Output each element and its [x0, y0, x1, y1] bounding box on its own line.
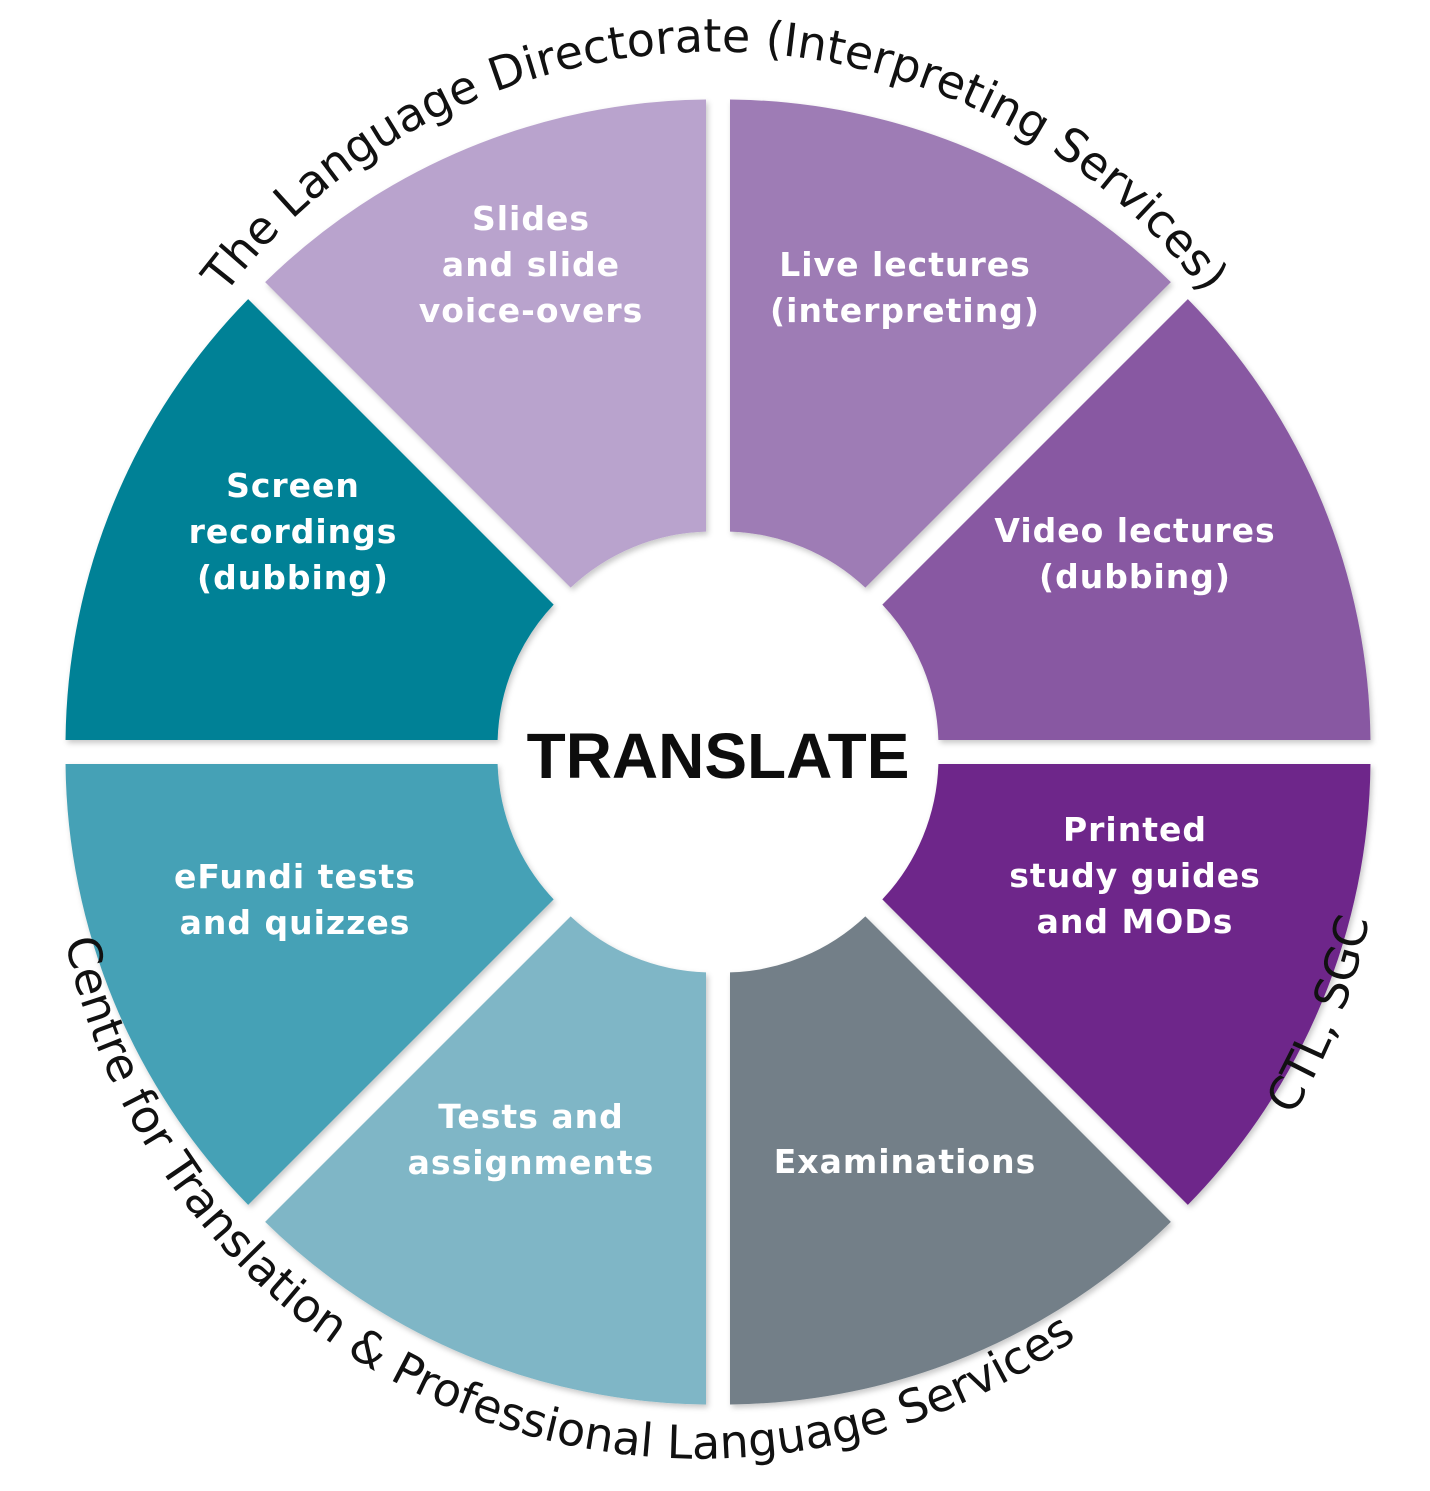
segment-label-line: eFundi tests — [174, 857, 416, 896]
segment-tests-assignments — [65, 764, 554, 1205]
segment-printed-study-guides — [730, 916, 1171, 1405]
segment-label-tests-assignments: Tests and assignments — [408, 1097, 655, 1182]
segment-label-line: study guides — [1009, 856, 1261, 895]
segment-label-line: Tests and — [438, 1097, 623, 1136]
segment-label-screen-recordings: Screen recordings (dubbing) — [189, 466, 398, 597]
segment-label-line: Live lectures — [779, 245, 1031, 284]
segment-label-line: Printed — [1063, 810, 1207, 849]
segment-label-video-lectures: Video lectures (dubbing) — [994, 511, 1275, 596]
segment-label-line: and quizzes — [180, 903, 411, 942]
segment-labels: Slides and slide voice-overs Live lectures (… — [174, 199, 1275, 1182]
segment-video-lectures — [882, 764, 1371, 1205]
segment-label-live-lectures: Live lectures (interpreting) — [770, 245, 1040, 330]
segment-label-line: voice-overs — [419, 291, 644, 330]
segment-label-line: Slides — [472, 199, 590, 238]
segment-screen-recordings — [265, 99, 706, 588]
segment-slides — [730, 99, 1171, 588]
segment-label-line: (dubbing) — [1039, 557, 1231, 596]
segment-live-lectures — [882, 299, 1371, 740]
segment-efundi-tests — [65, 299, 554, 740]
center-title: TRANSLATE — [527, 720, 910, 792]
segment-examinations — [265, 916, 706, 1405]
segment-label-line: and slide — [442, 245, 620, 284]
segment-label-examinations: Examinations — [774, 1142, 1036, 1181]
segment-label-line: Examinations — [774, 1142, 1036, 1181]
segment-label-line: Video lectures — [994, 511, 1275, 550]
segment-label-line: recordings — [189, 512, 398, 551]
segment-label-line: (interpreting) — [770, 291, 1040, 330]
segment-label-line: (dubbing) — [197, 558, 389, 597]
segment-label-line: assignments — [408, 1143, 655, 1182]
segment-label-printed-study-guides: Printed study guides and MODs — [1009, 810, 1261, 941]
segment-label-efundi-tests: eFundi tests and quizzes — [174, 857, 416, 942]
segment-label-line: and MODs — [1037, 902, 1234, 941]
segment-label-line: Screen — [226, 466, 360, 505]
segments-ring — [65, 99, 1371, 1405]
segment-label-slides: Slides and slide voice-overs — [419, 199, 644, 330]
